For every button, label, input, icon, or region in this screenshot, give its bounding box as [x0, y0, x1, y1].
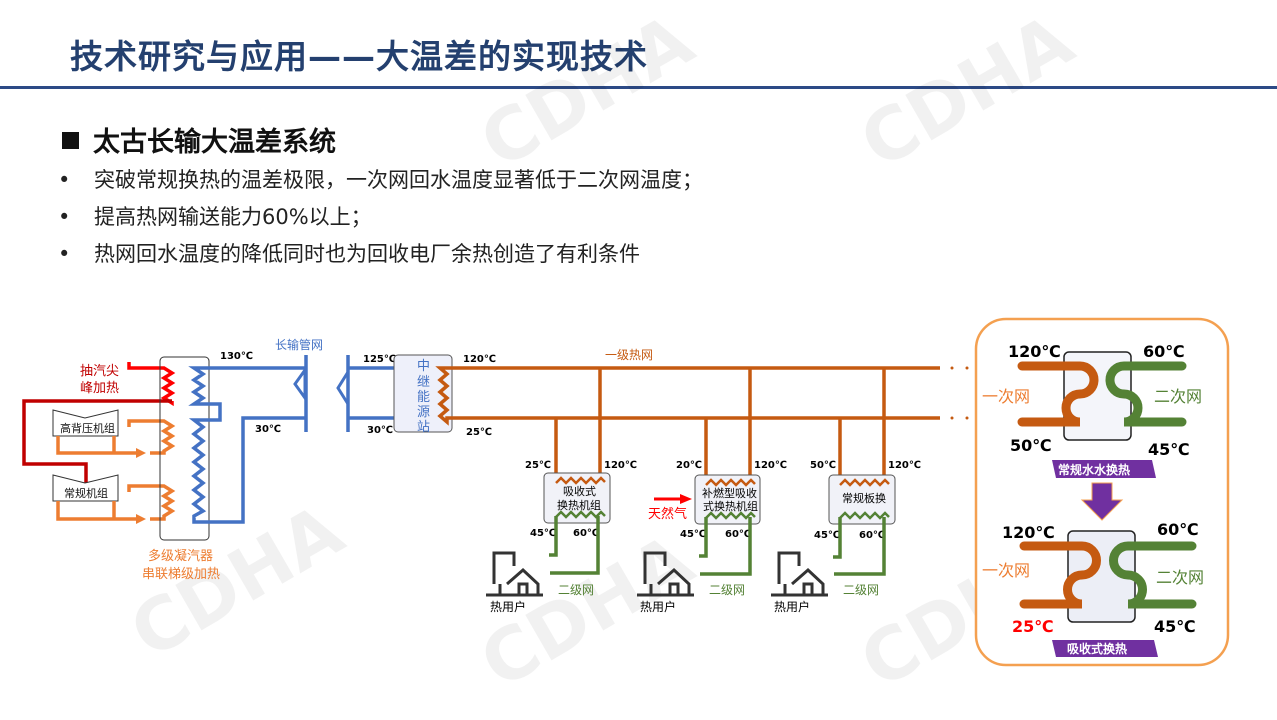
- svg-text:源: 源: [417, 405, 430, 420]
- svg-text:吸收式: 吸收式: [563, 484, 596, 498]
- user-label: 热用户: [490, 599, 526, 614]
- house-icon: [486, 551, 828, 597]
- svg-text:二次网: 二次网: [1156, 568, 1204, 587]
- svg-text:60℃: 60℃: [725, 529, 751, 540]
- svg-text:130℃: 130℃: [220, 351, 253, 362]
- svg-text:20℃: 20℃: [676, 460, 702, 471]
- svg-text:25℃: 25℃: [466, 427, 492, 438]
- svg-text:60℃: 60℃: [573, 528, 599, 539]
- svg-text:式换热机组: 式换热机组: [703, 499, 758, 513]
- svg-text:一次网: 一次网: [982, 387, 1030, 406]
- svg-text:一次网: 一次网: [982, 561, 1030, 580]
- secondary-network: [549, 516, 886, 576]
- svg-text:25℃: 25℃: [525, 460, 551, 471]
- turbine-high-back-pressure: 高背压机组: [52, 409, 119, 437]
- user-label: 热用户: [774, 599, 810, 614]
- primary-network: [435, 366, 940, 485]
- svg-text:45℃: 45℃: [1154, 617, 1196, 636]
- svg-text:50℃: 50℃: [1010, 436, 1052, 455]
- svg-text:120℃: 120℃: [1002, 523, 1055, 542]
- turbine-conventional: 常规机组: [52, 474, 119, 502]
- svg-text:45℃: 45℃: [530, 528, 556, 539]
- page-title: 技术研究与应用——大温差的实现技术: [70, 37, 648, 76]
- svg-text:峰加热: 峰加热: [80, 381, 119, 396]
- svg-text:能: 能: [417, 390, 430, 405]
- relay-station-box: [393, 354, 453, 433]
- absorption-exchanger: 120℃ 25℃ 60℃ 45℃ 一次网 二次网 吸收式换热: [982, 520, 1204, 657]
- secondary-net-label: 二级网: [843, 583, 879, 597]
- svg-text:120℃: 120℃: [754, 460, 787, 471]
- watermark: CDHA CDHA CDHA CDHA CDHA: [117, 0, 1087, 705]
- title-divider: [0, 86, 1277, 89]
- svg-text:120℃: 120℃: [1008, 342, 1061, 361]
- relay-station-label: 中 继 能 源 站: [417, 359, 430, 435]
- user-label: 热用户: [640, 599, 676, 614]
- svg-text:30℃: 30℃: [367, 425, 393, 436]
- station-plate-exchanger: 常规板换 50℃ 120℃ 45℃ 60℃: [810, 460, 921, 541]
- svg-text:60℃: 60℃: [1157, 520, 1199, 539]
- svg-text:站: 站: [417, 420, 430, 435]
- natural-gas-label: 天然气: [648, 506, 687, 522]
- turbine-exhaust-loops: [56, 419, 176, 521]
- bullet-item: •热网回水温度的降低同时也为回收电厂余热创造了有利条件: [58, 242, 640, 266]
- svg-text:45℃: 45℃: [680, 529, 706, 540]
- arrow-icon: [680, 494, 692, 504]
- square-bullet-icon: [62, 132, 79, 149]
- station-gas-fired-absorption: 补燃型吸收 式换热机组 20℃ 120℃ 45℃ 60℃: [676, 460, 787, 540]
- svg-text:25℃: 25℃: [1012, 617, 1054, 636]
- svg-text:补燃型吸收: 补燃型吸收: [702, 486, 757, 500]
- svg-text:二次网: 二次网: [1154, 387, 1202, 406]
- primary-net-label: 一级热网: [605, 348, 653, 362]
- svg-text:120℃: 120℃: [604, 460, 637, 471]
- conventional-label: 常规水水换热: [1058, 462, 1130, 477]
- secondary-net-label: 二级网: [558, 583, 594, 597]
- bullet-item: •突破常规换热的温差极限，一次网回水温度显著低于二次网温度；: [58, 168, 703, 192]
- svg-text:串联梯级加热: 串联梯级加热: [142, 567, 220, 582]
- svg-text:125℃: 125℃: [363, 354, 396, 365]
- svg-text:CDHA: CDHA: [847, 0, 1087, 185]
- svg-text:常规板换: 常规板换: [842, 491, 886, 505]
- svg-text:45℃: 45℃: [1148, 440, 1190, 459]
- secondary-net-label: 二级网: [709, 583, 745, 597]
- condenser-label: 多级凝汽器: [148, 548, 213, 564]
- down-arrow-icon: [1080, 482, 1124, 521]
- bullet-item: •提高热网输送能力60%以上；: [58, 205, 372, 229]
- long-pipe-label: 长输管网: [275, 337, 323, 352]
- svg-text:45℃: 45℃: [814, 530, 840, 541]
- bullet-list: •突破常规换热的温差极限，一次网回水温度显著低于二次网温度； •提高热网输送能力…: [58, 165, 703, 276]
- svg-text:换热机组: 换热机组: [557, 498, 601, 512]
- svg-text:高背压机组: 高背压机组: [60, 421, 115, 435]
- svg-text:60℃: 60℃: [859, 530, 885, 541]
- svg-text:继: 继: [417, 375, 430, 390]
- svg-text:120℃: 120℃: [888, 460, 921, 471]
- svg-text:中: 中: [417, 359, 430, 374]
- conventional-exchanger: 120℃ 50℃ 60℃ 45℃ 一次网 二次网 常规水水换热: [982, 342, 1202, 478]
- svg-text:30℃: 30℃: [255, 424, 281, 435]
- svg-text:120℃: 120℃: [463, 354, 496, 365]
- section-heading: 太古长输大温差系统: [62, 120, 336, 159]
- peak-heating-loop: [22, 362, 176, 485]
- svg-text:60℃: 60℃: [1143, 342, 1185, 361]
- svg-text:常规机组: 常规机组: [64, 486, 108, 500]
- arrow-icon: [136, 448, 146, 524]
- condenser-box: [159, 356, 210, 541]
- absorption-label: 吸收式换热: [1067, 641, 1127, 656]
- svg-text:50℃: 50℃: [810, 460, 836, 471]
- svg-text:CDHA: CDHA: [467, 0, 707, 185]
- peak-heating-label: 抽汽尖: [80, 364, 119, 379]
- station-absorption: 吸收式 换热机组 25℃ 120℃ 45℃ 60℃: [525, 460, 637, 539]
